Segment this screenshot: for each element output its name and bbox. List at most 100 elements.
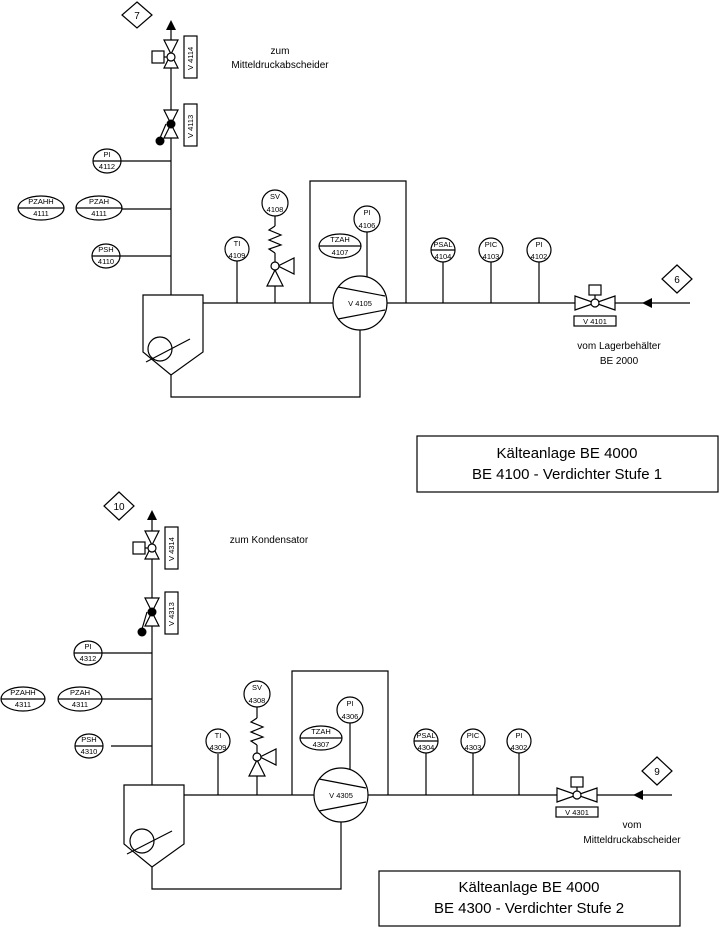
svg-text:4307: 4307	[313, 740, 330, 749]
stage-1-check-valve[interactable]: V 4113	[155, 103, 198, 147]
svg-text:SV: SV	[270, 192, 280, 201]
svg-text:TZAH: TZAH	[311, 727, 331, 736]
stage-2-instrument-psh-4310[interactable]: PSH 4310	[74, 733, 104, 759]
stage-1-safety-valve[interactable]	[266, 257, 295, 287]
svg-text:PI: PI	[515, 731, 522, 740]
stage-2-source-line2: Mitteldruckabscheider	[583, 835, 681, 846]
stage-1-title-box: Kälteanlage BE 4000 BE 4100 - Verdichter…	[416, 435, 719, 493]
svg-text:PSAL: PSAL	[433, 240, 452, 249]
stage-2-inlet-valve-label: V 4301	[565, 808, 589, 817]
svg-text:TI: TI	[215, 731, 222, 740]
stage-2-title-line2: BE 4300 - Verdichter Stufe 2	[434, 900, 624, 917]
stage-2-compressor-label: V 4305	[329, 791, 353, 800]
stage-1-destination-line2: Mitteldruckabscheider	[231, 60, 329, 71]
stage-1-outlet-arrow	[166, 20, 176, 30]
stage-1-source-line2: BE 2000	[600, 356, 639, 367]
svg-text:4311: 4311	[15, 700, 31, 709]
svg-text:4108: 4108	[267, 205, 284, 214]
svg-text:4302: 4302	[511, 743, 528, 752]
stage-1-instrument-pi-4112[interactable]: PI 4112	[92, 148, 122, 174]
svg-text:PI: PI	[535, 240, 542, 249]
svg-text:4306: 4306	[342, 712, 359, 721]
stage-1-source-line1: vom Lagerbehälter	[577, 341, 661, 352]
stage-1-instrument-sv-4108[interactable]: SV 4108	[261, 189, 289, 217]
svg-text:4110: 4110	[98, 257, 114, 266]
svg-text:PI: PI	[84, 642, 91, 651]
stage-1-inlet-arrow	[642, 298, 652, 308]
svg-text:7: 7	[134, 11, 140, 22]
stage-2-safety-valve[interactable]	[248, 748, 277, 777]
stage-1-inlet-valve-label: V 4101	[583, 317, 607, 326]
svg-text:4109: 4109	[229, 251, 246, 260]
stage-2-piping	[93, 512, 672, 890]
svg-text:4103: 4103	[483, 252, 500, 261]
stage-2-check-valve[interactable]: V 4313	[137, 591, 179, 637]
stage-1-title-line1: Kälteanlage BE 4000	[497, 445, 638, 462]
svg-text:TI: TI	[234, 239, 241, 248]
stage-1-connector-inlet[interactable]: 6	[661, 264, 693, 294]
stage-2-valve-top-label: V 4314	[167, 537, 176, 561]
stage-1-instrument-pi-4102[interactable]: PI 4102	[526, 237, 552, 263]
svg-text:4312: 4312	[80, 654, 97, 663]
stage-1-valve-top-label: V 4114	[186, 47, 195, 70]
stage-2-instrument-sv-4308[interactable]: SV 4308	[243, 680, 271, 708]
stage-1-instrument-pzah-4111[interactable]: PZAH 4111	[75, 195, 123, 221]
svg-text:PSH: PSH	[98, 245, 113, 254]
stage-2-instrument-pi-4312[interactable]: PI 4312	[73, 640, 103, 666]
svg-text:PI: PI	[103, 150, 110, 159]
svg-text:PZAHH: PZAHH	[28, 197, 53, 206]
stage-1-check-valve-label: V 4113	[186, 115, 195, 138]
stage-1-compressor[interactable]: V 4105	[332, 275, 388, 331]
stage-1-connector-top[interactable]: 7	[121, 1, 153, 29]
svg-text:SV: SV	[252, 683, 262, 692]
stage-2-compressor[interactable]: V 4305	[313, 767, 369, 823]
stage-1-instrument-tzah-4107[interactable]: TZAH 4107	[318, 233, 362, 259]
svg-text:TZAH: TZAH	[330, 235, 350, 244]
stage-1-instrument-psal-4104[interactable]: PSAL 4104	[430, 237, 456, 263]
stage-1-instrument-psh-4110[interactable]: PSH 4110	[91, 243, 121, 269]
svg-text:4104: 4104	[435, 252, 452, 261]
svg-text:PSAL: PSAL	[416, 731, 435, 740]
stage-1-destination-line1: zum	[271, 46, 290, 57]
stage-2-valve-top[interactable]: V 4314	[132, 526, 179, 570]
stage-1-instrument-pic-4103[interactable]: PIC 4103	[478, 237, 504, 263]
svg-text:6: 6	[674, 275, 680, 286]
stage-1-instrument-pi-4106[interactable]: PI 4106	[353, 205, 381, 233]
stage-2-instrument-pzahh-4311[interactable]: PZAHH 4311	[0, 686, 46, 712]
svg-text:10: 10	[113, 502, 125, 513]
svg-text:PI: PI	[363, 208, 370, 217]
stage-2-source-line1: vom	[623, 820, 642, 831]
svg-text:4311: 4311	[72, 700, 88, 709]
svg-text:4308: 4308	[249, 696, 266, 705]
stage-2-instrument-pi-4302[interactable]: PI 4302	[506, 728, 532, 754]
svg-text:4304: 4304	[418, 743, 435, 752]
stage-2-inlet-valve[interactable]: V 4301	[555, 776, 599, 818]
stage-2: V 4314 V 4313 10 zum Kondensator V 4305	[0, 491, 681, 927]
stage-1-inlet-valve[interactable]: V 4101	[573, 284, 617, 327]
stage-1-instrument-pzahh-4111[interactable]: PZAHH 4111	[17, 195, 65, 221]
stage-2-outlet-arrow	[147, 510, 157, 520]
stage-2-separator	[123, 784, 185, 868]
svg-text:PIC: PIC	[467, 731, 480, 740]
stage-1: V 4114 V 4113 7 zum Mitteldruckabscheide…	[17, 1, 719, 493]
stage-1-instrument-ti-4109[interactable]: TI 4109	[224, 236, 250, 262]
stage-1-separator	[142, 294, 204, 376]
stage-2-instrument-pic-4303[interactable]: PIC 4303	[460, 728, 486, 754]
stage-2-connector-inlet[interactable]: 9	[641, 756, 673, 786]
stage-2-instrument-pzah-4311[interactable]: PZAH 4311	[57, 686, 103, 712]
stage-2-instrument-pi-4306[interactable]: PI 4306	[336, 696, 364, 724]
stage-2-title-line1: Kälteanlage BE 4000	[459, 879, 600, 896]
svg-text:PZAHH: PZAHH	[10, 688, 35, 697]
svg-text:4112: 4112	[99, 162, 115, 171]
stage-2-destination-line1: zum Kondensator	[230, 535, 309, 546]
stage-2-instrument-psal-4304[interactable]: PSAL 4304	[413, 728, 439, 754]
svg-text:4106: 4106	[359, 221, 376, 230]
svg-text:PI: PI	[346, 699, 353, 708]
stage-2-instrument-ti-4309[interactable]: TI 4309	[205, 728, 231, 754]
svg-text:PZAH: PZAH	[89, 197, 109, 206]
stage-2-title-box: Kälteanlage BE 4000 BE 4300 - Verdichter…	[378, 870, 681, 927]
stage-2-instrument-tzah-4307[interactable]: TZAH 4307	[299, 725, 343, 751]
stage-1-valve-top[interactable]: V 4114	[151, 35, 198, 79]
stage-2-connector-top[interactable]: 10	[103, 491, 135, 521]
